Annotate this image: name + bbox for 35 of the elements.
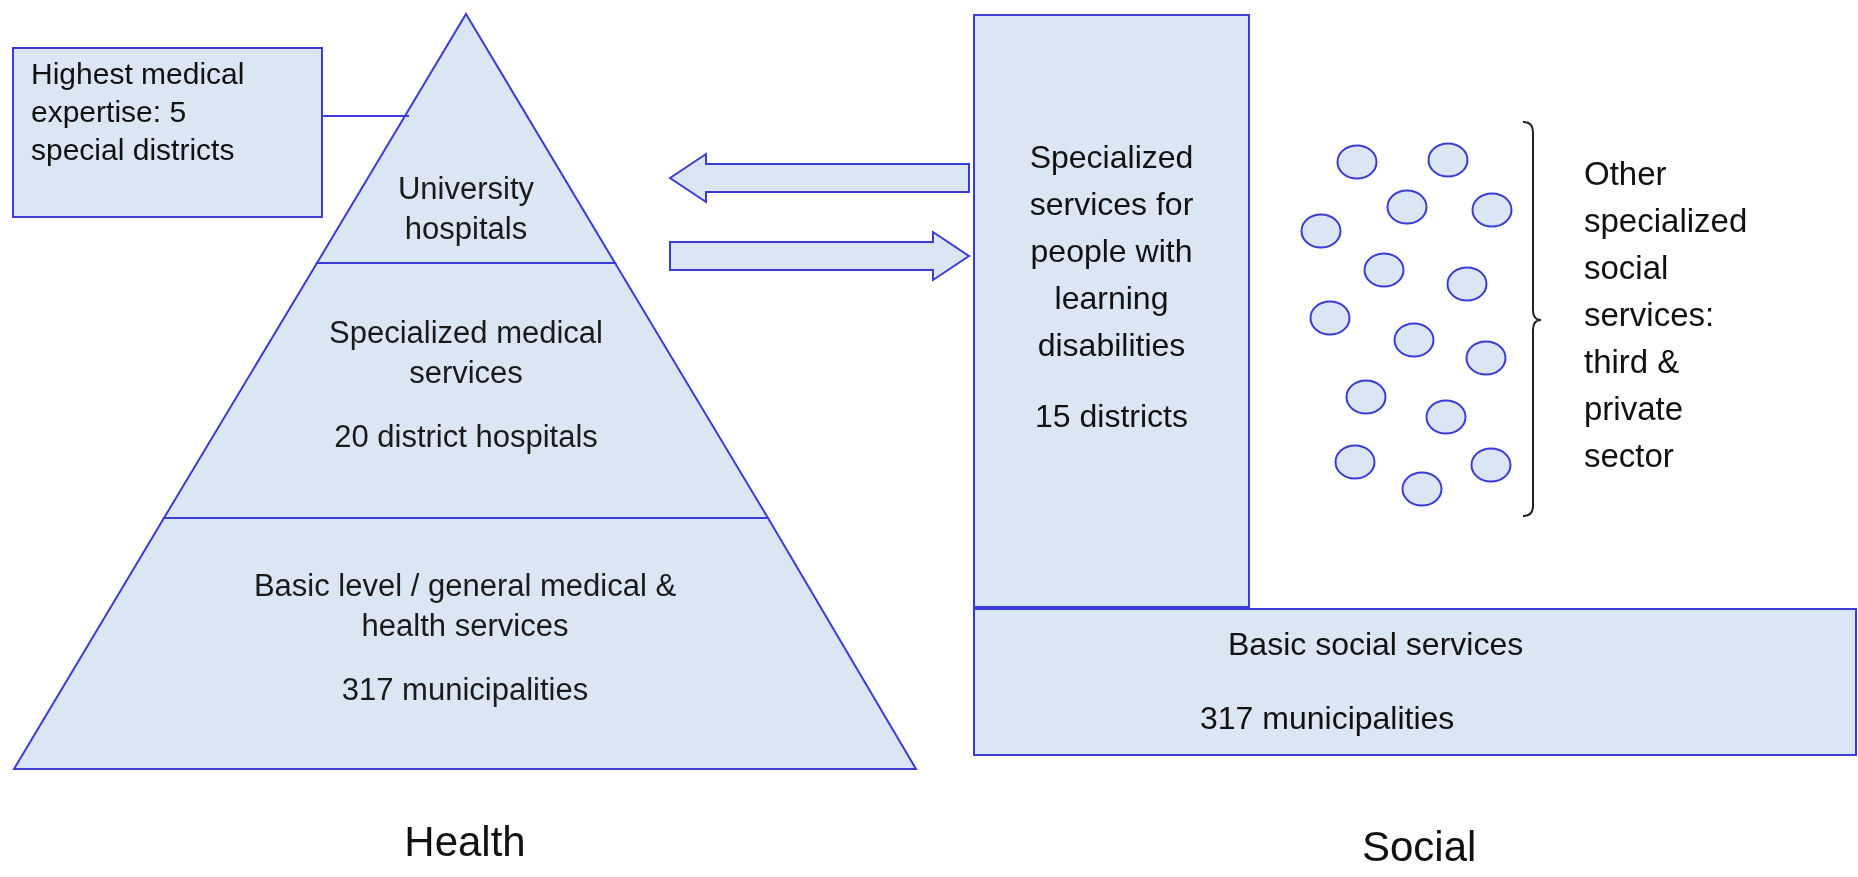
service-circle bbox=[1446, 266, 1488, 302]
callout-box bbox=[12, 47, 323, 218]
pyramid-tier bbox=[14, 518, 916, 769]
service-circle bbox=[1363, 252, 1405, 288]
service-circle bbox=[1465, 340, 1507, 376]
service-circle bbox=[1401, 471, 1443, 507]
service-circle bbox=[1345, 379, 1387, 415]
band-text: Basic social services bbox=[1228, 625, 1524, 664]
leader-line bbox=[322, 115, 410, 117]
service-circle bbox=[1386, 189, 1428, 225]
service-circle bbox=[1336, 144, 1378, 180]
column-text: Specialized services for people with learning disabilities bbox=[1028, 138, 1195, 365]
service-circle bbox=[1425, 399, 1467, 435]
column-heading: Health bbox=[404, 817, 526, 867]
tier-label: Specialized medical services bbox=[328, 314, 604, 392]
base-band bbox=[973, 608, 1857, 756]
service-column bbox=[973, 14, 1250, 608]
service-circle bbox=[1427, 142, 1469, 178]
callout-text: Highest medical expertise: 5 special districts bbox=[31, 56, 246, 168]
bracket-label: Other specialized social services: third & private sector bbox=[1584, 154, 1749, 476]
band-text: 317 municipalities bbox=[1200, 699, 1455, 738]
tier-label: Basic level / general medical & health services bbox=[252, 567, 678, 645]
column-text: 15 districts bbox=[1034, 397, 1189, 436]
service-circle bbox=[1334, 444, 1376, 480]
service-circle bbox=[1309, 300, 1351, 336]
block-arrow bbox=[668, 152, 970, 204]
tier-label: University hospitals bbox=[396, 170, 536, 248]
service-circle bbox=[1393, 322, 1435, 358]
column-heading: Social bbox=[1362, 822, 1477, 872]
service-circle bbox=[1470, 447, 1512, 483]
tier-label: 317 municipalities bbox=[340, 671, 590, 709]
block-arrow bbox=[669, 230, 971, 282]
service-circle bbox=[1471, 192, 1513, 228]
service-circle bbox=[1300, 213, 1342, 249]
tier-label: 20 district hospitals bbox=[333, 418, 599, 456]
